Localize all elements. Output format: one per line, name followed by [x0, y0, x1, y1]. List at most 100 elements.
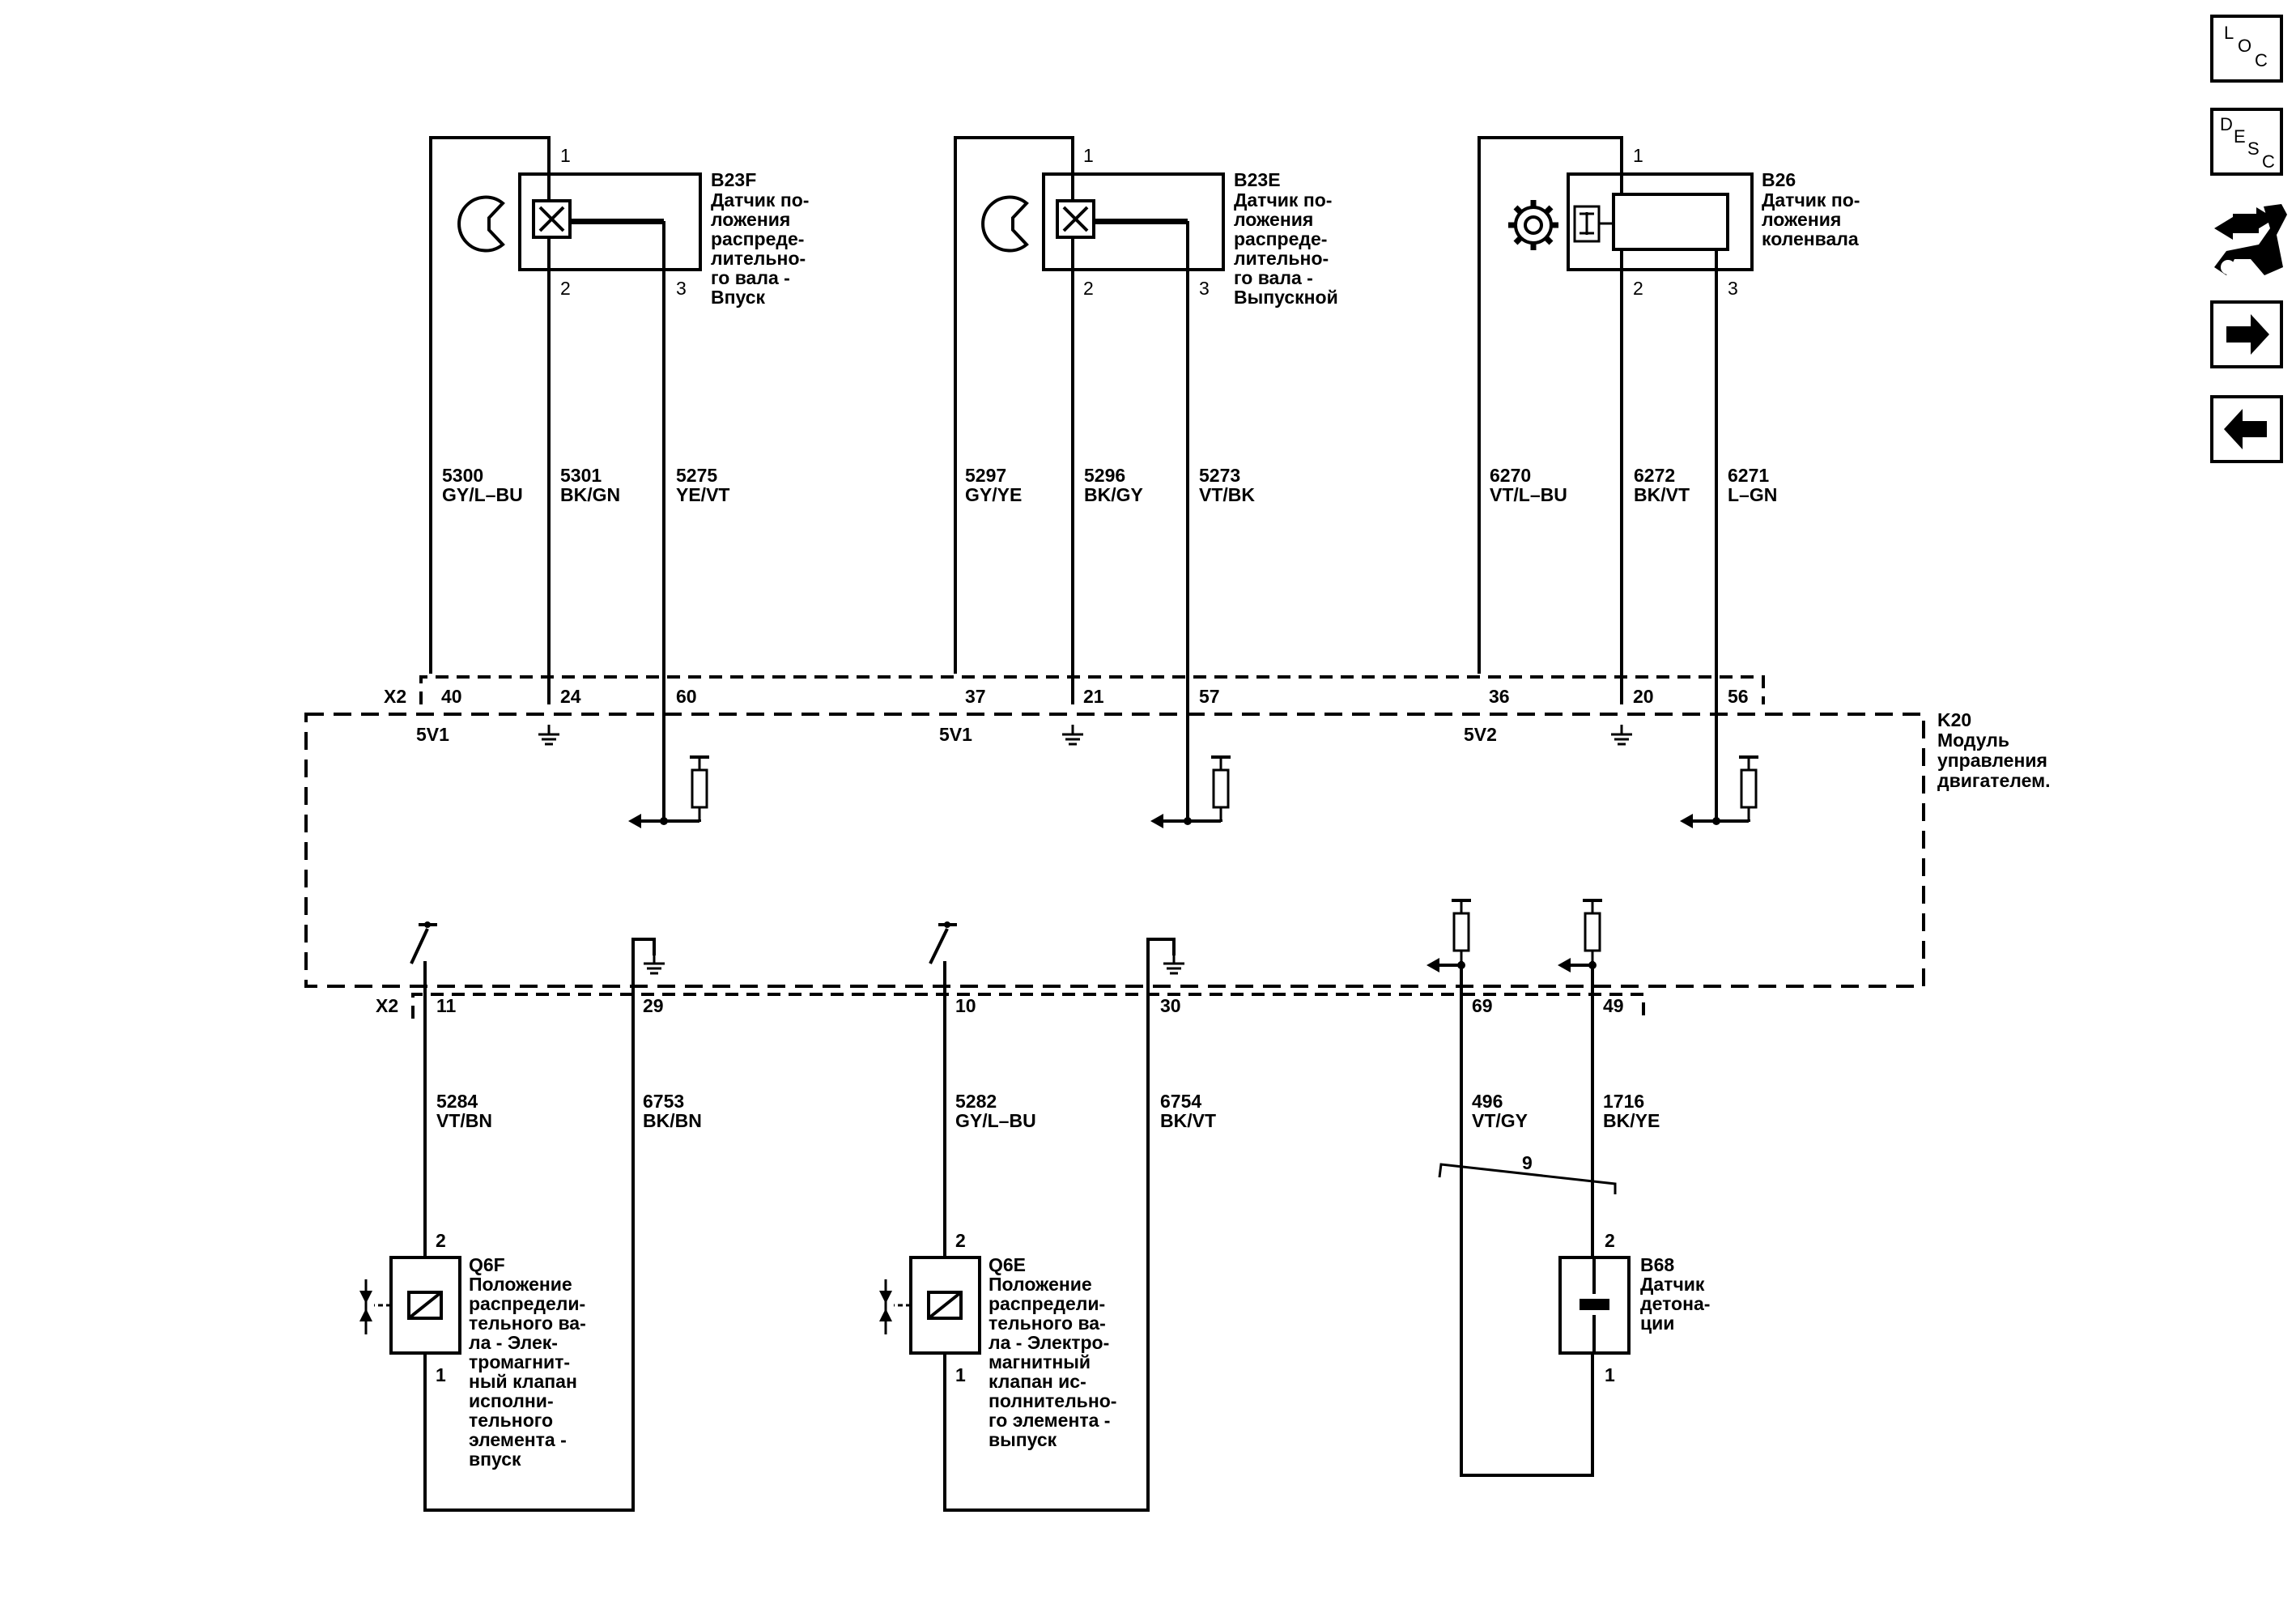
svg-text:тромагнит-: тромагнит- [469, 1351, 570, 1372]
svg-text:полнительно-: полнительно- [989, 1390, 1116, 1411]
solenoid-q6f [359, 1256, 461, 1355]
svg-text:распреде-: распреде- [711, 228, 804, 249]
diagnostic-tool-icon[interactable] [2214, 204, 2287, 275]
svg-text:5282: 5282 [955, 1091, 997, 1112]
component-label-b26: B26 Датчик по- ложения коленвала [1762, 169, 1860, 249]
svg-text:распредели-: распредели- [469, 1293, 585, 1314]
svg-text:40: 40 [441, 686, 462, 707]
svg-text:10: 10 [955, 995, 976, 1016]
svg-text:магнитный: магнитный [989, 1351, 1091, 1372]
svg-text:ла - Электро-: ла - Электро- [989, 1332, 1109, 1353]
description-button[interactable]: D E S C [2210, 108, 2283, 176]
svg-text:57: 57 [1199, 686, 1220, 707]
svg-text:496: 496 [1472, 1091, 1503, 1112]
wire-lines [423, 136, 1718, 1512]
svg-text:Положение: Положение [469, 1274, 572, 1295]
connector-x2-dashed [411, 675, 1765, 1019]
supply-labels: 5V1 5V1 5V2 [416, 724, 1497, 745]
svg-text:BK/VT: BK/VT [1634, 484, 1690, 505]
pin-label: 3 [1728, 278, 1738, 299]
location-button[interactable]: L O C [2210, 15, 2283, 83]
svg-text:B23E: B23E [1234, 169, 1281, 190]
svg-text:5V2: 5V2 [1464, 724, 1497, 745]
connector-x2-upper-pins: X2 40 24 60 37 21 57 36 20 56 [384, 686, 1749, 707]
svg-text:VT/L–BU: VT/L–BU [1490, 484, 1567, 505]
svg-text:Датчик по-: Датчик по- [1762, 189, 1860, 211]
svg-text:6270: 6270 [1490, 465, 1531, 486]
component-label-b23e: B23E Датчик по- ложения распреде- литель… [1234, 169, 1338, 308]
crankshaft-gear-icon [1508, 200, 1558, 250]
component-label-b68: B68 Датчик детона- ции [1640, 1254, 1710, 1334]
svg-text:21: 21 [1083, 686, 1104, 707]
connector-x2-lower-pins: X2 11 29 10 30 69 49 [376, 995, 1624, 1016]
pin-label: 2 [1633, 278, 1643, 299]
svg-text:детона-: детона- [1640, 1293, 1710, 1314]
svg-text:60: 60 [676, 686, 697, 707]
svg-text:тельного ва-: тельного ва- [989, 1313, 1106, 1334]
svg-text:6272: 6272 [1634, 465, 1675, 486]
svg-text:го вала -: го вала - [1234, 267, 1313, 288]
driver-switch-q6e [929, 923, 957, 1016]
pin-label: 2 [436, 1230, 446, 1251]
svg-text:Датчик по-: Датчик по- [711, 189, 809, 211]
svg-text:5V1: 5V1 [416, 724, 449, 745]
twisted-pair-marker [1438, 1163, 1617, 1194]
svg-text:коленвала: коленвала [1762, 228, 1859, 249]
svg-text:ложения: ложения [1762, 209, 1841, 230]
svg-text:тельного: тельного [469, 1410, 553, 1431]
pin-label: 2 [1605, 1230, 1615, 1251]
svg-text:GY/YE: GY/YE [965, 484, 1022, 505]
driver-switch-q6f [410, 923, 437, 1016]
svg-text:Модуль: Модуль [1937, 730, 2009, 751]
svg-text:X2: X2 [376, 995, 398, 1016]
svg-text:5297: 5297 [965, 465, 1006, 486]
svg-text:управления: управления [1937, 750, 2047, 771]
svg-text:5301: 5301 [560, 465, 602, 486]
camshaft-position-icon [457, 195, 505, 253]
pin-label: 2 [560, 278, 571, 299]
svg-text:D: D [2220, 114, 2233, 134]
module-k20-outline [304, 713, 1925, 988]
svg-text:лительно-: лительно- [1234, 248, 1329, 269]
signal-input-b23f [628, 755, 711, 828]
svg-text:5275: 5275 [676, 465, 717, 486]
pin-label: 3 [1199, 278, 1210, 299]
next-page-button[interactable] [2210, 300, 2283, 368]
svg-text:исполни-: исполни- [469, 1390, 554, 1411]
pin-label: 2 [955, 1230, 966, 1251]
camshaft-position-icon [981, 195, 1029, 253]
svg-text:6754: 6754 [1160, 1091, 1201, 1112]
signal-input-b68-hi [1558, 899, 1604, 972]
solenoid-q6e [879, 1256, 981, 1355]
svg-text:L: L [2224, 23, 2234, 43]
svg-text:B26: B26 [1762, 169, 1796, 190]
ground-symbol [1061, 723, 1085, 746]
svg-text:E: E [2234, 126, 2246, 147]
svg-text:элемента -: элемента - [469, 1429, 567, 1450]
knock-sensor-b68 [1558, 1256, 1631, 1355]
svg-text:клапан ис-: клапан ис- [989, 1371, 1086, 1392]
pin-label: 1 [560, 145, 571, 166]
svg-text:11: 11 [436, 995, 457, 1016]
svg-text:BK/GN: BK/GN [560, 484, 620, 505]
svg-text:распреде-: распреде- [1234, 228, 1327, 249]
svg-text:ции: ции [1640, 1313, 1674, 1334]
pin-label: 1 [955, 1364, 966, 1385]
svg-text:VT/BK: VT/BK [1199, 484, 1255, 505]
svg-text:двигателем.: двигателем. [1937, 770, 2051, 791]
svg-text:5296: 5296 [1084, 465, 1125, 486]
svg-text:Датчик: Датчик [1640, 1274, 1705, 1295]
svg-text:BK/VT: BK/VT [1160, 1110, 1216, 1131]
svg-text:ный клапан: ный клапан [469, 1371, 577, 1392]
pin-label: 3 [676, 278, 687, 299]
svg-text:6271: 6271 [1728, 465, 1769, 486]
arrow-left-icon [2224, 409, 2267, 449]
svg-text:го элемента -: го элемента - [989, 1410, 1110, 1431]
pin-label: 1 [1633, 145, 1643, 166]
svg-text:Датчик по-: Датчик по- [1234, 189, 1332, 211]
svg-text:ложения: ложения [711, 209, 790, 230]
svg-text:6753: 6753 [643, 1091, 684, 1112]
ground-symbol [1609, 723, 1634, 746]
previous-page-button[interactable] [2210, 395, 2283, 463]
